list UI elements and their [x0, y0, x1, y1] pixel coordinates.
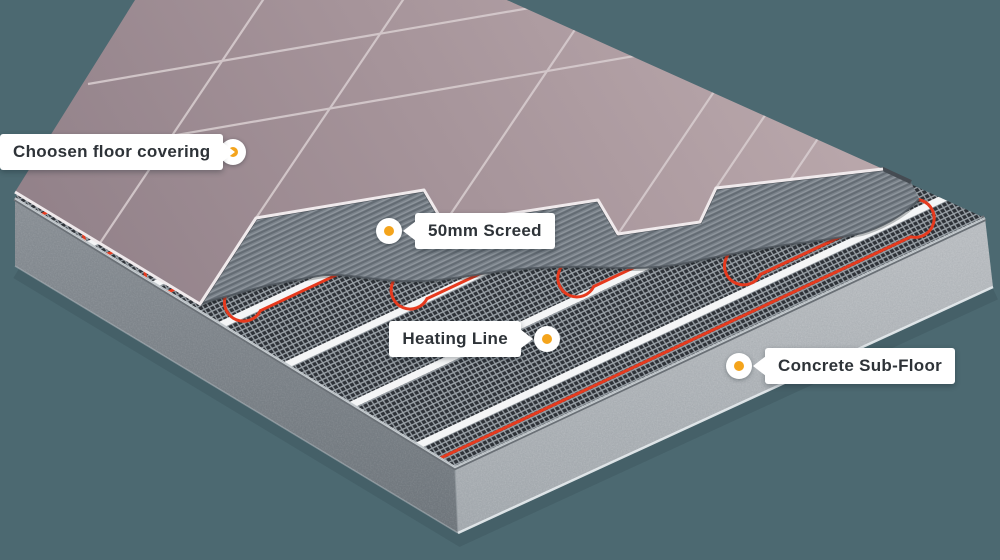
hotspot-screed — [376, 218, 402, 244]
callout-floor-covering-label: Choosen floor covering — [13, 142, 211, 161]
marker-dot-icon — [384, 226, 394, 236]
callout-heating-line: Heating Line — [389, 321, 533, 357]
marker-dot-icon — [542, 334, 552, 344]
callout-screed: 50mm Screed — [403, 213, 555, 249]
callout-floor-covering: Choosen floor covering — [0, 134, 236, 170]
callout-concrete: Concrete Sub-Floor — [753, 348, 956, 384]
callout-pointer-right-icon — [222, 142, 236, 162]
callout-pointer-right-icon — [520, 329, 533, 349]
hotspot-heating-line — [534, 326, 560, 352]
callout-concrete-label: Concrete Sub-Floor — [778, 356, 943, 375]
marker-dot-icon — [734, 361, 744, 371]
callout-heating-line-label: Heating Line — [402, 329, 508, 348]
callout-screed-label: 50mm Screed — [428, 221, 542, 240]
callout-pointer-left-icon — [753, 356, 766, 376]
callout-pointer-left-icon — [403, 221, 416, 241]
hotspot-concrete — [726, 353, 752, 379]
